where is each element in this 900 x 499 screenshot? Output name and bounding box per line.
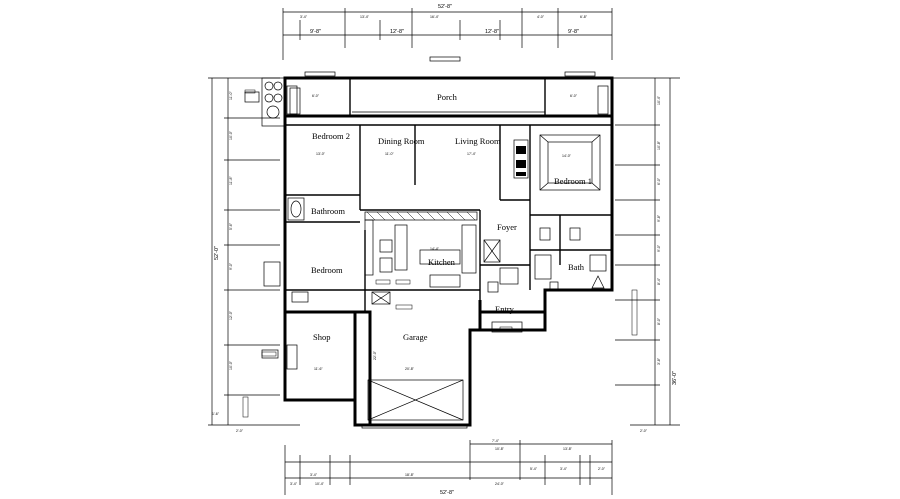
svg-text:14'-4": 14'-4": [430, 247, 440, 251]
svg-text:3'-8": 3'-8": [657, 357, 661, 365]
top-dim-1: 9'-8": [310, 29, 321, 35]
svg-text:2'-0": 2'-0": [640, 429, 648, 433]
svg-text:5'-6": 5'-6": [229, 222, 233, 230]
svg-text:13'-0": 13'-0": [316, 152, 326, 156]
svg-text:1'-6": 1'-6": [212, 412, 220, 416]
svg-text:16'-4": 16'-4": [430, 15, 440, 19]
annotation-tags: [244, 89, 513, 357]
svg-text:4'-0": 4'-0": [537, 15, 545, 19]
hot-tub-icon: [244, 77, 301, 127]
svg-text:13'-4": 13'-4": [360, 15, 370, 19]
main-walls: [283, 114, 614, 427]
room-label-entry: Entry: [495, 304, 515, 314]
svg-text:9'-0": 9'-0": [229, 262, 233, 270]
bottom-dim-2: 18'-8": [405, 473, 415, 477]
svg-text:24'-0": 24'-0": [495, 482, 505, 486]
room-label-bath: Bath: [568, 262, 585, 272]
room-label-dining: Dining Room: [378, 136, 425, 146]
left-overall-dim: 52'-0": [214, 246, 220, 260]
svg-text:22'-0": 22'-0": [373, 350, 377, 360]
right-overall-dim: 36'-0": [672, 371, 678, 385]
left-dimensions: 52'-0" 11'-0" 10'-0" 11'-8" 5'-6" 9'-0" …: [208, 77, 300, 433]
bottom-dimensions: 52'-8" 3'-4" 18'-8" 7'-4" 13'-8" 3'-4" 1…: [284, 439, 613, 496]
svg-text:10'-0": 10'-0": [229, 130, 233, 140]
room-label-kitchen: Kitchen: [428, 257, 456, 267]
svg-text:9'-0": 9'-0": [657, 244, 661, 252]
svg-text:20'-8": 20'-8": [405, 367, 415, 371]
svg-text:2'-0": 2'-0": [598, 467, 606, 471]
svg-text:11'-0": 11'-0": [385, 152, 394, 156]
svg-text:2'-0": 2'-0": [236, 429, 244, 433]
room-label-living: Living Room: [455, 136, 501, 146]
entry-step: [491, 321, 523, 333]
room-label-bedroom1: Bedroom 1: [554, 176, 592, 186]
svg-text:6'-0": 6'-0": [657, 177, 661, 185]
svg-text:5'-4": 5'-4": [530, 467, 538, 471]
svg-text:11'-0": 11'-0": [229, 91, 233, 100]
svg-text:10'-8": 10'-8": [495, 447, 505, 451]
fireplace: [513, 139, 529, 179]
top-dimensions: 52'-8" 9'-8" 12'-8" 12'-8" 9'-8" 3'-4" 1…: [282, 4, 613, 60]
right-dimensions: 36'-0" 10'-4" 10'-8" 6'-0" 9'-8" 9'-0" 8…: [610, 77, 680, 433]
bottom-dim-4: 13'-8": [563, 447, 573, 451]
svg-text:10'-8": 10'-8": [657, 140, 661, 150]
room-label-shop: Shop: [313, 332, 330, 342]
shop-detail: [261, 261, 355, 401]
svg-text:3'-4": 3'-4": [290, 482, 298, 486]
svg-text:6'-0": 6'-0": [570, 94, 578, 98]
svg-text:8'-4": 8'-4": [657, 277, 661, 285]
garage-door: [361, 379, 468, 429]
room-label-bedroom3: Bedroom: [311, 265, 343, 275]
room-label-foyer: Foyer: [497, 222, 517, 232]
top-dim-2: 12'-8": [390, 29, 404, 35]
kitchen-counters: 14'-4": [364, 211, 478, 305]
bottom-dim-3: 7'-4": [492, 439, 500, 443]
bottom-overall-dim: 52'-8": [440, 490, 454, 496]
room-label-bathroom: Bathroom: [311, 206, 345, 216]
svg-text:17'-4": 17'-4": [467, 152, 477, 156]
bottom-dim-1: 3'-4": [310, 473, 318, 477]
svg-text:3'-4": 3'-4": [300, 15, 308, 19]
svg-text:11'-8": 11'-8": [229, 176, 233, 185]
bedroom1-tray-ceiling: 14'-0": [539, 134, 601, 191]
svg-text:3'-4": 3'-4": [560, 467, 568, 471]
svg-text:14'-0": 14'-0": [562, 154, 572, 158]
svg-text:11'-6": 11'-6": [314, 367, 323, 371]
svg-text:10'-0": 10'-0": [229, 360, 233, 370]
svg-text:9'-8": 9'-8": [657, 214, 661, 222]
svg-text:6'-8": 6'-8": [580, 15, 588, 19]
top-dim-4: 9'-8": [568, 29, 579, 35]
svg-text:10'-4": 10'-4": [657, 95, 661, 105]
porch-area: 6'-0" 6'-0": [283, 56, 614, 118]
room-label-porch: Porch: [437, 92, 458, 102]
top-dim-3: 12'-8": [485, 29, 499, 35]
room-label-bedroom2: Bedroom 2: [312, 131, 350, 141]
room-label-garage: Garage: [403, 332, 428, 342]
svg-text:6'-0": 6'-0": [312, 94, 320, 98]
svg-text:10'-4": 10'-4": [315, 482, 325, 486]
interior-walls: [285, 124, 612, 312]
foyer-detail: [483, 239, 519, 293]
svg-text:8'-0": 8'-0": [657, 317, 661, 325]
bathroom-fixtures: [287, 197, 607, 291]
top-overall-dim: 52'-8": [438, 4, 452, 10]
svg-text:12'-0": 12'-0": [229, 310, 233, 320]
